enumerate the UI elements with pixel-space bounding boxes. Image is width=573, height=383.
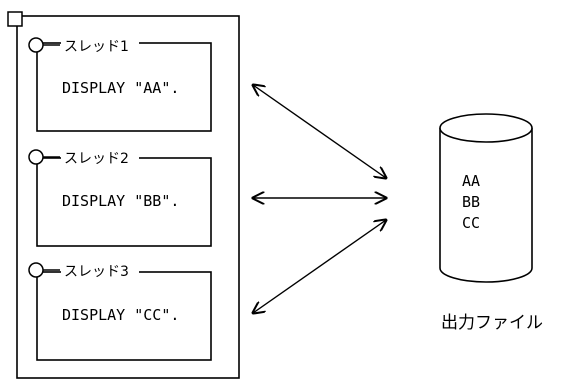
output-line-3: CC <box>462 214 480 232</box>
thread-1: スレッド1 DISPLAY "AA". <box>28 36 212 132</box>
thread-3-circle <box>28 262 44 278</box>
output-file-caption: 出力ファイル <box>441 313 543 333</box>
arrow-thread-3 <box>253 220 386 313</box>
arrow-thread-1 <box>253 85 386 178</box>
thread-2-circle <box>28 149 44 165</box>
output-file-cylinder: AA BB CC <box>439 113 533 283</box>
thread-2-statement: DISPLAY "BB". <box>62 192 179 210</box>
thread-2: スレッド2 DISPLAY "BB". <box>28 148 212 247</box>
thread-3-label: スレッド3 <box>64 264 129 280</box>
thread-1-label: スレッド1 <box>64 39 129 55</box>
output-line-2: BB <box>462 193 480 211</box>
output-line-1: AA <box>462 172 480 190</box>
thread-2-label: スレッド2 <box>64 151 129 167</box>
thread-1-circle <box>28 37 44 53</box>
process-frame <box>16 15 240 379</box>
thread-3-statement: DISPLAY "CC". <box>62 306 179 324</box>
thread-1-statement: DISPLAY "AA". <box>62 79 179 97</box>
process-marker <box>7 11 23 27</box>
thread-3: スレッド3 DISPLAY "CC". <box>28 261 212 361</box>
